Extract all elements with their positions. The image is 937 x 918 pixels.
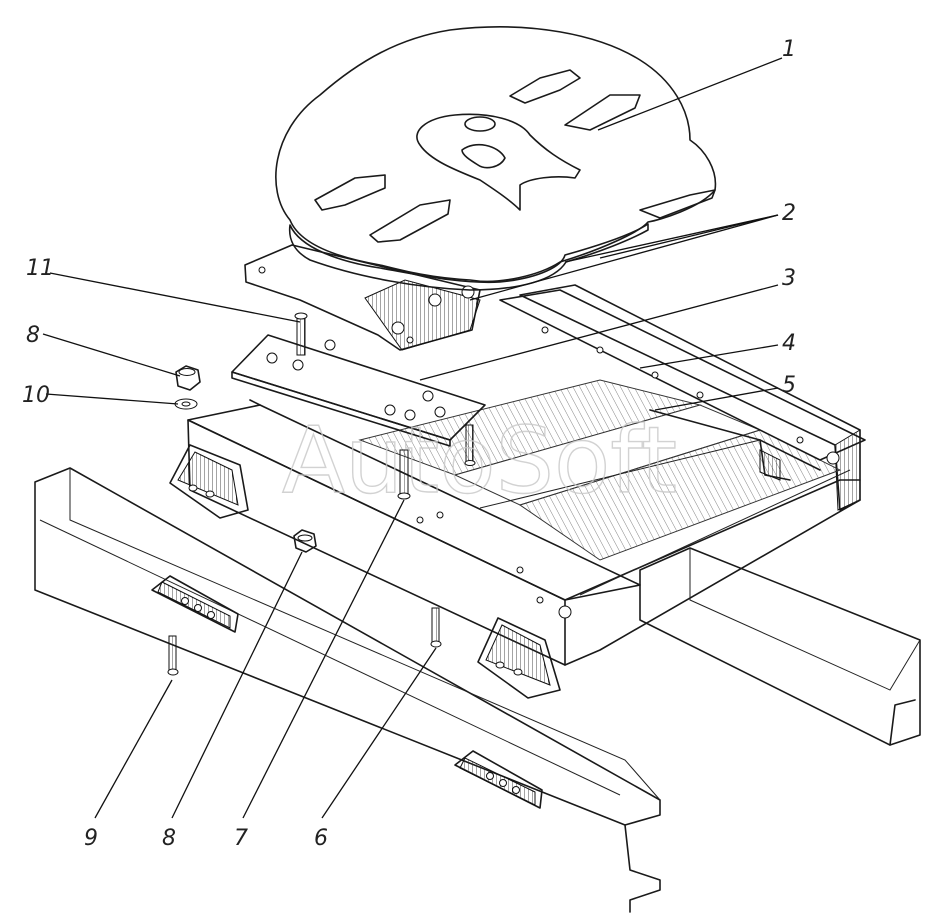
callout-1: 1: [782, 37, 796, 62]
callout-6: 6: [314, 826, 328, 851]
subframe: [187, 284, 866, 666]
callout-labels: 1 2 3 4 5 6 7 8 8 9 10 11: [22, 37, 796, 851]
callout-9: 9: [84, 826, 98, 851]
frame-bracket-rear: [454, 750, 543, 809]
frame-rail-left: [34, 467, 661, 913]
callout-5: 5: [782, 373, 796, 398]
nut-8-lower: [293, 529, 317, 553]
callout-10: 10: [22, 383, 50, 408]
callout-8-lower: 8: [162, 826, 176, 851]
nut-8-upper: [175, 365, 201, 391]
callout-3: 3: [782, 266, 796, 291]
washer-10: [174, 398, 198, 410]
mounting-plate: [231, 334, 486, 447]
bolt-9: [167, 635, 179, 676]
leader-lines: [42, 57, 783, 819]
bolt-6: [430, 607, 442, 648]
callout-8-upper: 8: [26, 323, 40, 348]
stud-center: [464, 424, 476, 466]
bolt-11: [294, 312, 308, 356]
bolt-7: [397, 449, 411, 500]
fifth-wheel-saddle: [244, 26, 717, 351]
subframe-bracket-rear: [477, 617, 561, 699]
watermark: AutoSoft: [282, 407, 677, 514]
frame-rail-right: [639, 547, 921, 746]
frame-bracket-front: [151, 575, 239, 633]
subframe-bracket-front: [169, 444, 249, 519]
callout-4: 4: [782, 331, 796, 356]
callout-2: 2: [782, 201, 796, 226]
callout-11: 11: [26, 256, 54, 281]
callout-7: 7: [234, 826, 248, 851]
